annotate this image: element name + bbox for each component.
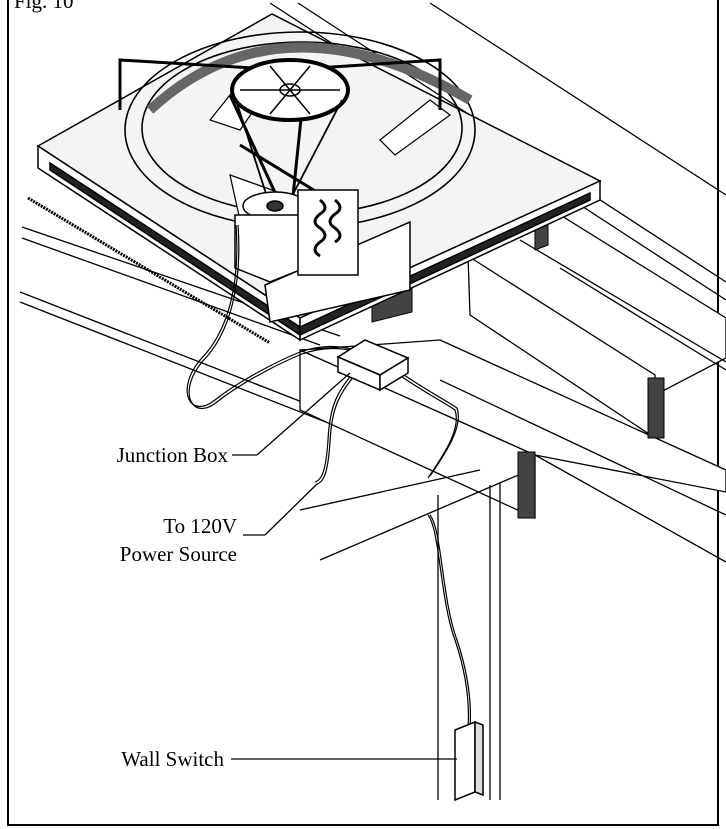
label-power-source-line2: Power Source	[120, 542, 237, 566]
junction-box-shape	[336, 339, 410, 392]
motor-assembly	[234, 189, 359, 283]
wall-switch-shape	[454, 720, 484, 802]
label-junction-box: Junction Box	[117, 443, 229, 467]
figure-title: Fig. 10	[14, 0, 74, 13]
drive-belt	[235, 99, 343, 201]
figure-frame	[7, 0, 719, 826]
label-wall-switch: Wall Switch	[121, 747, 224, 771]
label-power-source-line1: To 120V	[163, 514, 237, 538]
pulley-wheel	[230, 58, 350, 122]
wall-stud	[437, 482, 501, 800]
callout-leaders	[231, 372, 457, 760]
